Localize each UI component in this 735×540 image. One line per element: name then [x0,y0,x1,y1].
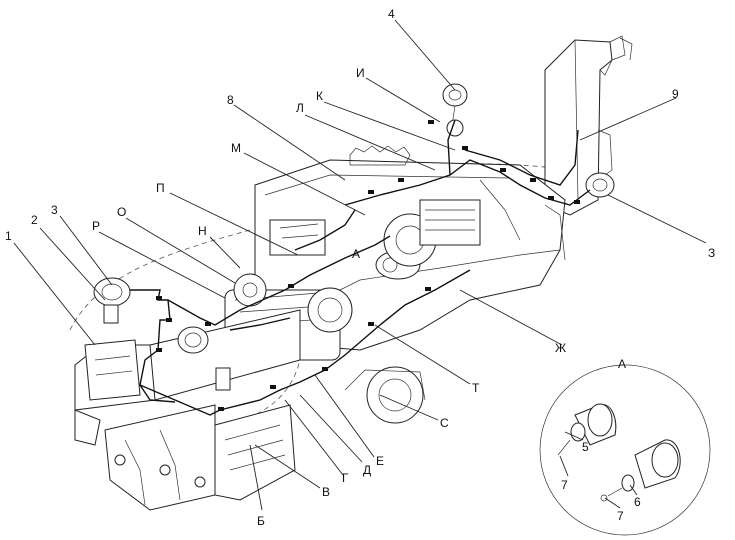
callout-A: А [352,247,360,261]
callout-1: 1 [5,229,12,243]
headlamp-left [93,277,131,324]
callout-D: Д [363,463,371,477]
callout-4: 4 [388,7,395,21]
callout-8: 8 [227,93,234,107]
callout-G: Г [342,471,349,485]
leader-lines [13,19,707,511]
detail-view-label: А [618,357,626,371]
callout-Zh: Ж [555,341,566,355]
front-frame [74,309,301,511]
callout-I: И [356,66,365,80]
callout-5: 5 [582,440,589,454]
callout-K: К [316,89,323,103]
callout-2: 2 [31,213,38,227]
callout-V: В [322,485,330,499]
transmission-housing [224,145,566,424]
detail-view-a [539,364,711,536]
harness-clips [156,120,580,411]
callout-L: Л [296,101,304,115]
wiring-harness [130,119,591,416]
cab-post [544,35,633,216]
callout-6: 6 [634,495,641,509]
callout-3-right: З [708,246,715,260]
callout-O: О [117,205,126,219]
callout-B: Б [257,514,265,528]
callout-M: М [231,141,241,155]
small-lamp-top [446,119,464,137]
callout-R: Р [92,219,100,233]
callout-P: П [156,181,165,195]
callout-3: 3 [51,203,58,217]
callout-9: 9 [672,87,679,101]
callout-7-upper: 7 [561,478,568,492]
callout-S: С [440,416,449,430]
headlamp-center [177,326,231,391]
beacon-lamp [442,83,468,126]
callout-E: Е [376,454,384,468]
callout-labels: 1 2 3 4 И К Л 8 М П О Р Н А 9 З Ж Т С Е … [5,7,715,528]
callout-N: Н [198,224,207,238]
callout-7-lower: 7 [617,509,624,523]
work-lamp-right [585,172,615,198]
callout-T: Т [472,381,480,395]
